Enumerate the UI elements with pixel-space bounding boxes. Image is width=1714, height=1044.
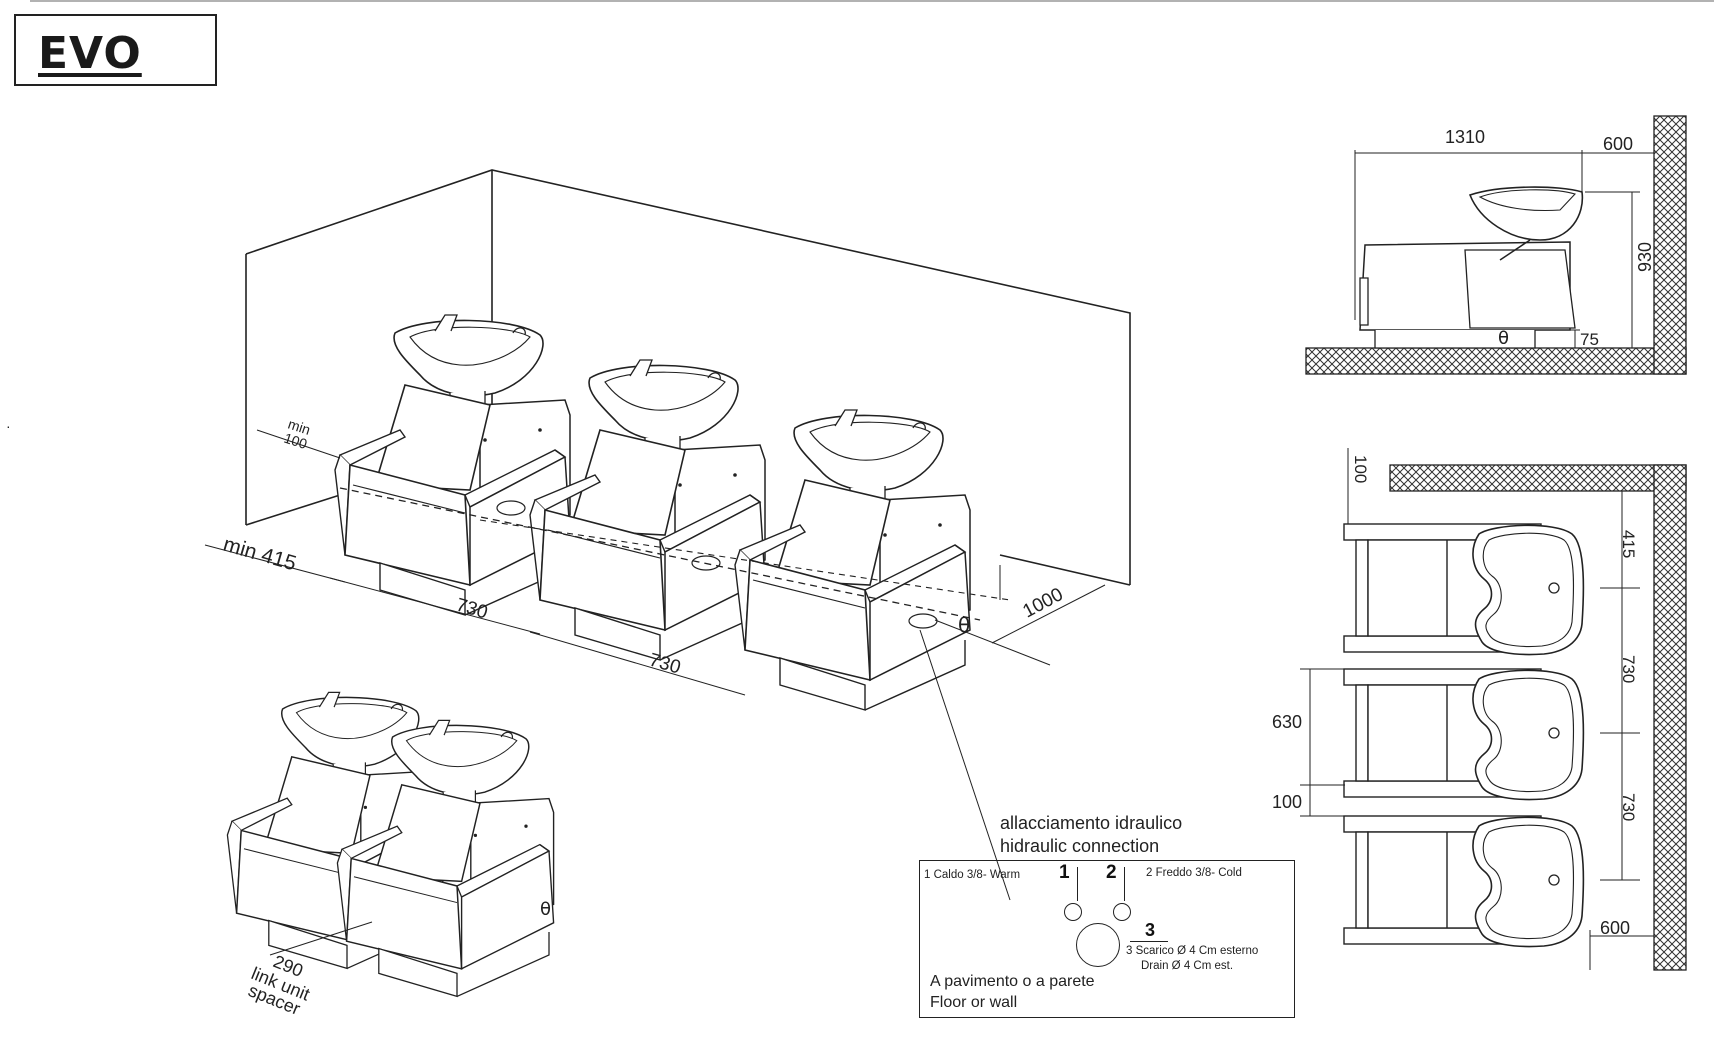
dim-100-top: 100	[1351, 455, 1370, 483]
wash-unit-3	[734, 409, 971, 711]
plan-unit-3	[1343, 815, 1585, 948]
floor-hatch	[1305, 347, 1687, 375]
connection-markers	[496, 500, 938, 629]
iso-dimensions	[204, 429, 1106, 901]
plan-top-wall	[1389, 464, 1687, 492]
item2-line	[1124, 867, 1125, 901]
cold-inlet-circle	[1113, 903, 1131, 921]
item2-text: 2 Freddo 3/8- Cold	[1146, 867, 1242, 879]
connection-label-it: allacciamento idraulico	[1000, 813, 1183, 833]
dim-1310: 1310	[1445, 127, 1485, 147]
drain-symbol-link: θ	[540, 899, 551, 920]
plan-unit-2	[1343, 668, 1585, 801]
connection-label-en: hidraulic connection	[1000, 836, 1160, 856]
dim-730-a: 730	[454, 595, 490, 624]
side-elevation-view: θ 1310 600 930 75	[1305, 115, 1687, 375]
dim-415: 415	[1619, 530, 1638, 558]
item3-line2: Drain Ø 4 Cm est.	[1141, 960, 1234, 972]
title-box: EVO	[14, 14, 217, 86]
svg-text:θ: θ	[1498, 328, 1509, 349]
dim-100-mid: 100	[1272, 792, 1302, 812]
dim-730-plan-a: 730	[1619, 655, 1638, 683]
plan-unit-1	[1343, 523, 1585, 656]
dim-730-b: 730	[647, 650, 683, 679]
link-unit-view: θ 290 link unit spacer	[226, 691, 555, 1019]
mount-label-en: Floor or wall	[930, 994, 1018, 1011]
dim-75: 75	[1580, 330, 1599, 349]
product-title: EVO	[38, 28, 142, 79]
dim-630: 630	[1272, 712, 1302, 732]
stray-dot: ·	[6, 418, 11, 434]
connection-legend: 1 Caldo 3/8- Warm 1 2 2 Freddo 3/8- Cold…	[919, 860, 1295, 1018]
dim-600-side: 600	[1603, 134, 1633, 154]
warm-inlet-circle	[1064, 903, 1082, 921]
item1-number: 1	[1059, 862, 1070, 883]
wall-hatch	[1653, 115, 1687, 375]
dim-600-plan: 600	[1600, 918, 1630, 938]
item3-line	[1130, 941, 1168, 942]
item3-number: 3	[1145, 920, 1156, 940]
item1-line	[1077, 867, 1078, 901]
mount-label-it: A pavimento o a parete	[930, 973, 1095, 990]
wash-unit-1	[334, 314, 571, 616]
dim-min-100-value: 100	[282, 430, 309, 453]
dim-min-415: min 415	[221, 533, 299, 576]
item1-text: 1 Caldo 3/8- Warm	[924, 869, 1021, 881]
side-dimensions	[1354, 150, 1654, 348]
plan-dimensions	[1300, 448, 1654, 970]
dim-930: 930	[1635, 242, 1655, 272]
item2-number: 2	[1106, 862, 1117, 883]
dim-730-plan-b: 730	[1619, 793, 1638, 821]
item3-line1: 3 Scarico Ø 4 Cm esterno	[1126, 945, 1259, 957]
dim-min-100-label: min	[286, 416, 312, 438]
plan-view: 100 415 730 730 630 100 600	[1272, 448, 1687, 971]
plan-right-wall	[1653, 464, 1687, 971]
drain-symbol: θ	[958, 613, 970, 637]
drain-circle	[1076, 923, 1120, 967]
